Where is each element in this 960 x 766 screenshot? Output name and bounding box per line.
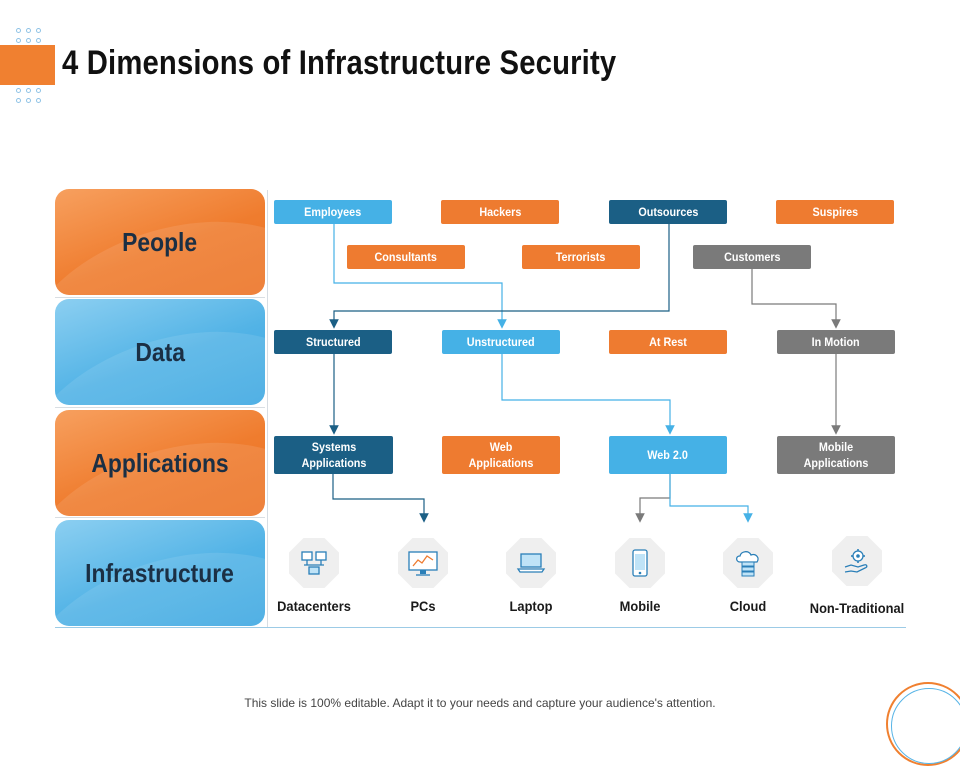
box-outsources: Outsources	[609, 200, 727, 224]
page-title: 4 Dimensions of Infrastructure Security	[62, 44, 617, 82]
row-panel-data: Data	[55, 299, 265, 405]
row-divider	[55, 407, 265, 408]
connector-web20-mobile	[635, 474, 671, 523]
mobile-icon	[615, 538, 665, 588]
row-label-infrastructure: Infrastructure	[85, 557, 235, 588]
vertical-divider	[267, 190, 268, 628]
box-hackers: Hackers	[441, 200, 559, 224]
row-panel-infrastructure: Infrastructure	[55, 520, 265, 626]
box-at-rest: At Rest	[609, 330, 727, 354]
datacenter-icon	[289, 538, 339, 588]
box-structured: Structured	[274, 330, 392, 354]
box-in-motion: In Motion	[777, 330, 895, 354]
row-label-people: People	[122, 226, 198, 257]
row-panel-people: People	[55, 189, 265, 295]
row-panel-applications: Applications	[55, 410, 265, 516]
box-systems-applications: Systems Applications	[274, 436, 393, 474]
laptop-icon	[506, 538, 556, 588]
box-consultants: Consultants	[347, 245, 465, 269]
title-accent-block	[0, 45, 55, 85]
box-employees: Employees	[274, 200, 392, 224]
connector-unstructured-web20	[501, 354, 675, 435]
connector-systems-pcs	[332, 474, 429, 523]
corner-circle-decoration-inner	[891, 688, 960, 764]
box-web-20: Web 2.0	[609, 436, 727, 474]
connector-customers-inmotion	[751, 269, 841, 329]
row-divider	[55, 297, 265, 298]
box-customers: Customers	[693, 245, 811, 269]
label-datacenters: Datacenters	[277, 598, 351, 614]
connector-employees-unstructured	[333, 224, 507, 329]
hand-gear-icon	[832, 536, 882, 586]
connector-lines	[329, 224, 841, 523]
label-non-traditional: Non-Traditional	[809, 600, 905, 616]
bottom-baseline	[55, 627, 906, 628]
row-divider	[55, 517, 265, 518]
box-web-applications: Web Applications	[442, 436, 560, 474]
pc-icon	[398, 538, 448, 588]
connector-web20-cloud	[669, 474, 753, 523]
label-cloud: Cloud	[729, 598, 767, 614]
row-label-data: Data	[135, 336, 185, 367]
cloud-icon	[723, 538, 773, 588]
label-laptop: Laptop	[509, 598, 553, 614]
box-mobile-applications: Mobile Applications	[777, 436, 895, 474]
row-label-applications: Applications	[91, 447, 229, 478]
connector-outsources-structured	[329, 224, 670, 329]
box-unstructured: Unstructured	[442, 330, 560, 354]
box-terrorists: Terrorists	[522, 245, 640, 269]
box-suspires: Suspires	[776, 200, 894, 224]
footer-note: This slide is 100% editable. Adapt it to…	[244, 696, 716, 710]
label-mobile: Mobile	[619, 598, 661, 614]
label-pcs: PCs	[410, 598, 436, 614]
